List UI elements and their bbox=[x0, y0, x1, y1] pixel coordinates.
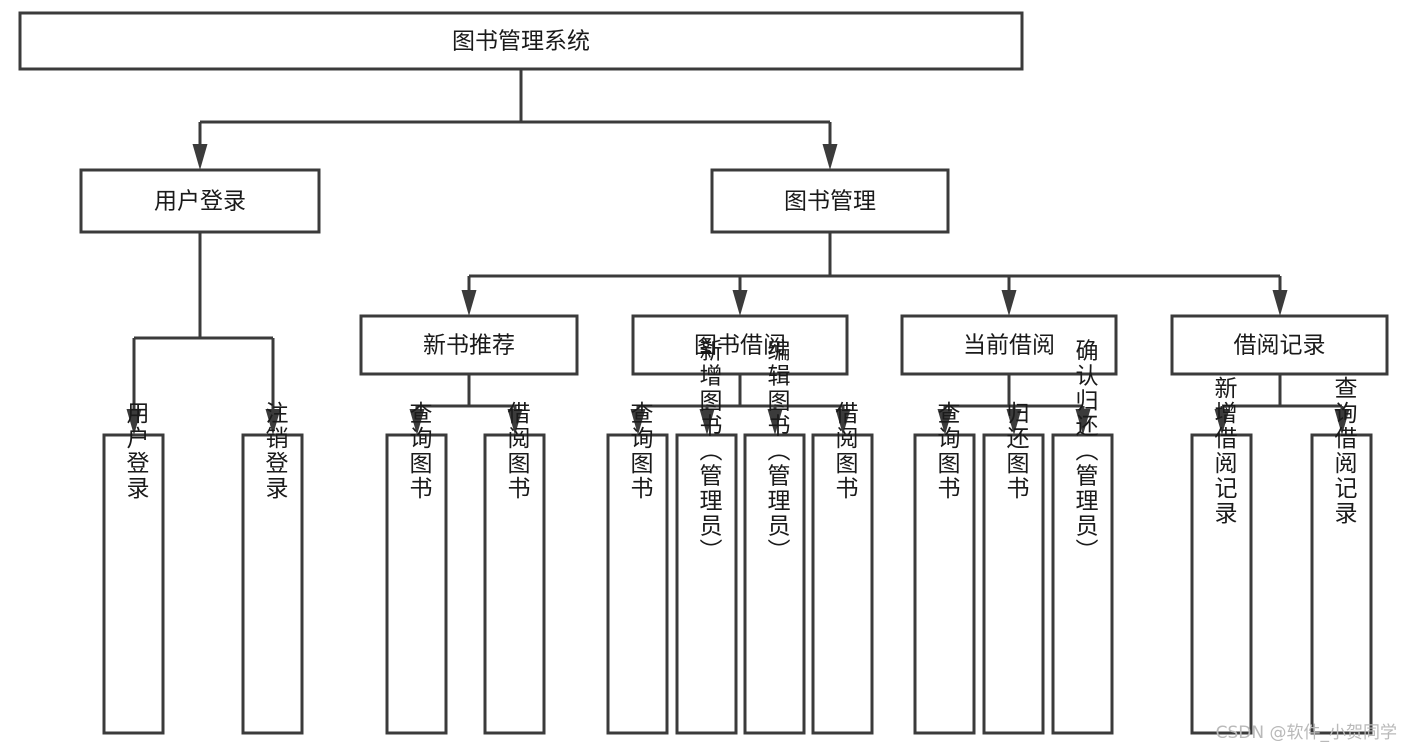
node-layer: 图书管理系统用户登录图书管理新书推荐图书借阅当前借阅借阅记录用户登录注销登录查询… bbox=[18, 11, 1389, 735]
arrow-head-icon bbox=[937, 409, 953, 435]
node-leaf-query-book-b[interactable]: 查询图书 bbox=[606, 401, 669, 735]
node-l3-current[interactable]: 当前借阅 bbox=[900, 314, 1118, 376]
connector-group bbox=[937, 374, 1091, 435]
node-box[interactable] bbox=[1051, 433, 1114, 735]
arrow-head-icon bbox=[507, 409, 523, 435]
arrow-head-icon bbox=[767, 409, 783, 435]
node-leaf-query-record[interactable]: 查询借阅记录 bbox=[1310, 376, 1373, 735]
node-label: 编辑图书（管理员） bbox=[763, 339, 791, 564]
node-l2-user-login[interactable]: 用户登录 bbox=[79, 168, 321, 234]
connector-group bbox=[1214, 374, 1350, 435]
node-leaf-borrow-book-a[interactable]: 借阅图书 bbox=[483, 401, 546, 735]
arrow-head-icon bbox=[1006, 409, 1022, 435]
node-label: 用户登录 bbox=[154, 189, 246, 215]
node-label: 查询图书 bbox=[626, 401, 654, 501]
arrow-head-icon bbox=[835, 409, 851, 435]
arrow-head-icon bbox=[461, 290, 477, 316]
arrow-head-icon bbox=[1334, 409, 1350, 435]
node-l2-book-mgmt[interactable]: 图书管理 bbox=[710, 168, 950, 234]
node-label: 借阅记录 bbox=[1234, 333, 1326, 359]
node-label: 新书推荐 bbox=[423, 333, 515, 359]
connector-group bbox=[409, 374, 523, 435]
node-box[interactable] bbox=[913, 433, 976, 735]
arrow-head-icon bbox=[1001, 290, 1017, 316]
arrow-head-icon bbox=[265, 409, 281, 435]
node-box[interactable] bbox=[1310, 433, 1373, 735]
node-leaf-borrow-book-b[interactable]: 借阅图书 bbox=[811, 401, 874, 735]
node-l3-record[interactable]: 借阅记录 bbox=[1170, 314, 1389, 376]
node-label: 查询图书 bbox=[405, 401, 433, 501]
arrow-head-icon bbox=[630, 409, 646, 435]
node-leaf-query-book-c[interactable]: 查询图书 bbox=[913, 401, 976, 735]
node-label: 图书借阅 bbox=[694, 333, 786, 359]
node-box[interactable] bbox=[606, 433, 669, 735]
node-box[interactable] bbox=[18, 11, 1024, 71]
connector-group bbox=[126, 232, 281, 435]
node-root[interactable]: 图书管理系统 bbox=[18, 11, 1024, 71]
node-leaf-user-login[interactable]: 用户登录 bbox=[102, 401, 165, 735]
node-box[interactable] bbox=[1170, 314, 1389, 376]
connector-group bbox=[192, 69, 838, 170]
node-label: 借阅图书 bbox=[503, 401, 531, 501]
arrow-head-icon bbox=[699, 409, 715, 435]
node-box[interactable] bbox=[982, 433, 1045, 735]
node-label: 查询图书 bbox=[933, 401, 961, 501]
node-label: 图书管理 bbox=[784, 189, 876, 215]
node-label: 注销登录 bbox=[261, 401, 289, 501]
node-l3-new-book[interactable]: 新书推荐 bbox=[359, 314, 579, 376]
arrow-head-icon bbox=[1214, 409, 1230, 435]
node-box[interactable] bbox=[675, 433, 738, 735]
node-box[interactable] bbox=[385, 433, 448, 735]
node-label: 新增借阅记录 bbox=[1210, 376, 1238, 526]
arrow-head-icon bbox=[126, 409, 142, 435]
node-box[interactable] bbox=[79, 168, 321, 234]
node-leaf-edit-book[interactable]: 编辑图书（管理员） bbox=[743, 339, 806, 735]
node-box[interactable] bbox=[1190, 433, 1253, 735]
node-leaf-add-book[interactable]: 新增图书（管理员） bbox=[675, 339, 738, 735]
node-box[interactable] bbox=[359, 314, 579, 376]
node-label: 当前借阅 bbox=[963, 333, 1055, 359]
arrow-head-icon bbox=[409, 409, 425, 435]
node-label: 查询借阅记录 bbox=[1330, 376, 1358, 526]
node-leaf-confirm-return[interactable]: 确认归还（管理员） bbox=[1051, 339, 1114, 735]
arrow-head-icon bbox=[192, 144, 208, 170]
node-box[interactable] bbox=[811, 433, 874, 735]
node-leaf-add-record[interactable]: 新增借阅记录 bbox=[1190, 376, 1253, 735]
node-box[interactable] bbox=[102, 433, 165, 735]
arrow-head-icon bbox=[822, 144, 838, 170]
node-box[interactable] bbox=[483, 433, 546, 735]
node-label: 归还图书 bbox=[1002, 401, 1030, 501]
node-box[interactable] bbox=[710, 168, 950, 234]
node-box[interactable] bbox=[241, 433, 304, 735]
arrow-head-icon bbox=[1075, 409, 1091, 435]
node-leaf-return-book[interactable]: 归还图书 bbox=[982, 401, 1045, 735]
node-l3-borrow[interactable]: 图书借阅 bbox=[631, 314, 849, 376]
node-label: 借阅图书 bbox=[831, 401, 859, 501]
node-box[interactable] bbox=[743, 433, 806, 735]
arrow-head-icon bbox=[1272, 290, 1288, 316]
connector-group bbox=[630, 374, 851, 435]
node-label: 图书管理系统 bbox=[452, 29, 590, 55]
node-label: 用户登录 bbox=[122, 401, 150, 501]
node-box[interactable] bbox=[631, 314, 849, 376]
node-leaf-logout[interactable]: 注销登录 bbox=[241, 401, 304, 735]
connector-layer bbox=[126, 69, 1350, 435]
connector-group bbox=[461, 232, 1288, 316]
node-leaf-query-book-a[interactable]: 查询图书 bbox=[385, 401, 448, 735]
node-label: 新增图书（管理员） bbox=[695, 339, 723, 564]
arrow-head-icon bbox=[732, 290, 748, 316]
node-label: 确认归还（管理员） bbox=[1071, 339, 1099, 564]
node-box[interactable] bbox=[900, 314, 1118, 376]
